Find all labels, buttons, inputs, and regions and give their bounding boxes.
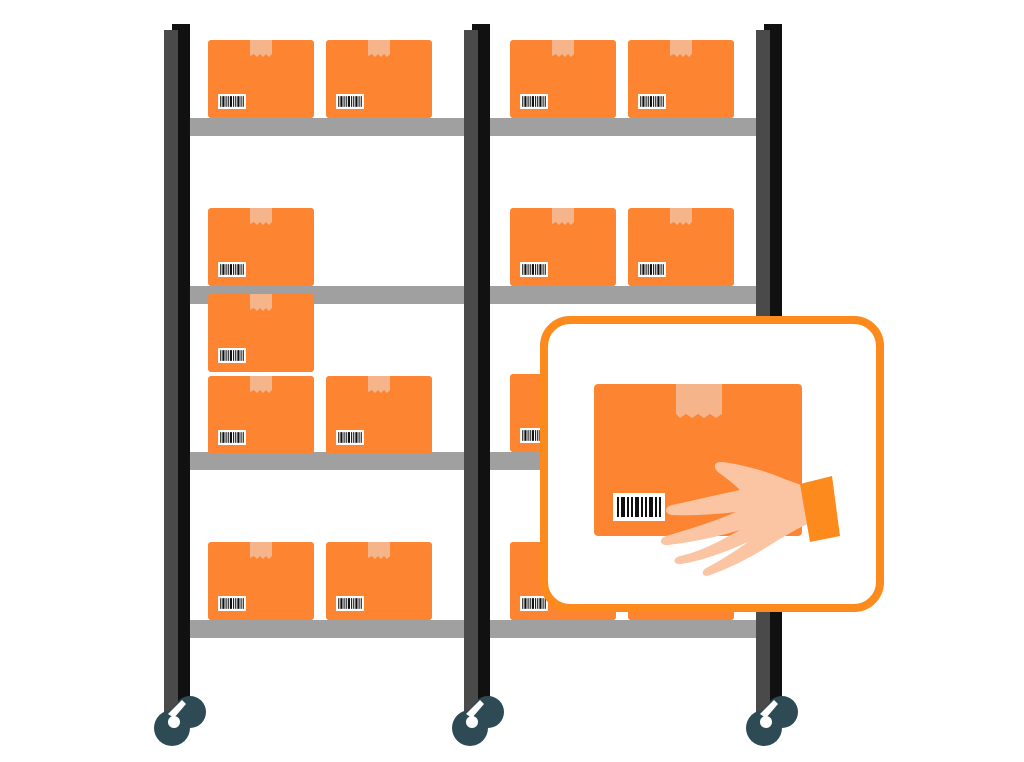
cardboard-box-icon xyxy=(628,40,734,118)
zoom-callout xyxy=(540,316,884,612)
caster-wheel-icon xyxy=(452,696,504,746)
barcode-icon xyxy=(336,596,364,611)
cardboard-box-icon xyxy=(208,208,314,286)
cardboard-box-icon xyxy=(208,542,314,620)
hand-icon xyxy=(660,462,840,576)
cardboard-box-icon xyxy=(326,40,432,118)
cardboard-box-icon xyxy=(326,376,432,454)
barcode-icon xyxy=(520,596,548,611)
caster-wheel-icon xyxy=(746,696,798,746)
cardboard-box-icon xyxy=(208,40,314,118)
cardboard-box-icon xyxy=(510,40,616,118)
barcode-icon xyxy=(520,262,548,277)
cardboard-box-icon xyxy=(326,542,432,620)
cardboard-box-icon xyxy=(208,376,314,454)
barcode-icon xyxy=(336,430,364,445)
barcode-icon xyxy=(638,94,666,109)
cardboard-box-icon xyxy=(628,208,734,286)
barcode-icon xyxy=(218,348,246,363)
post-left-face xyxy=(164,30,178,714)
cardboard-box-icon xyxy=(208,294,314,372)
barcode-icon xyxy=(218,94,246,109)
post-middle-face xyxy=(464,30,478,714)
barcode-icon xyxy=(218,596,246,611)
barcode-icon xyxy=(638,262,666,277)
caster-wheel-icon xyxy=(154,696,206,746)
barcode-icon xyxy=(336,94,364,109)
barcode-icon xyxy=(218,262,246,277)
barcode-icon xyxy=(520,94,548,109)
barcode-icon xyxy=(218,430,246,445)
cardboard-box-icon xyxy=(510,208,616,286)
barcode-icon xyxy=(613,493,665,521)
caster-wheels xyxy=(154,696,798,746)
boxes-on-shelves xyxy=(208,40,734,620)
